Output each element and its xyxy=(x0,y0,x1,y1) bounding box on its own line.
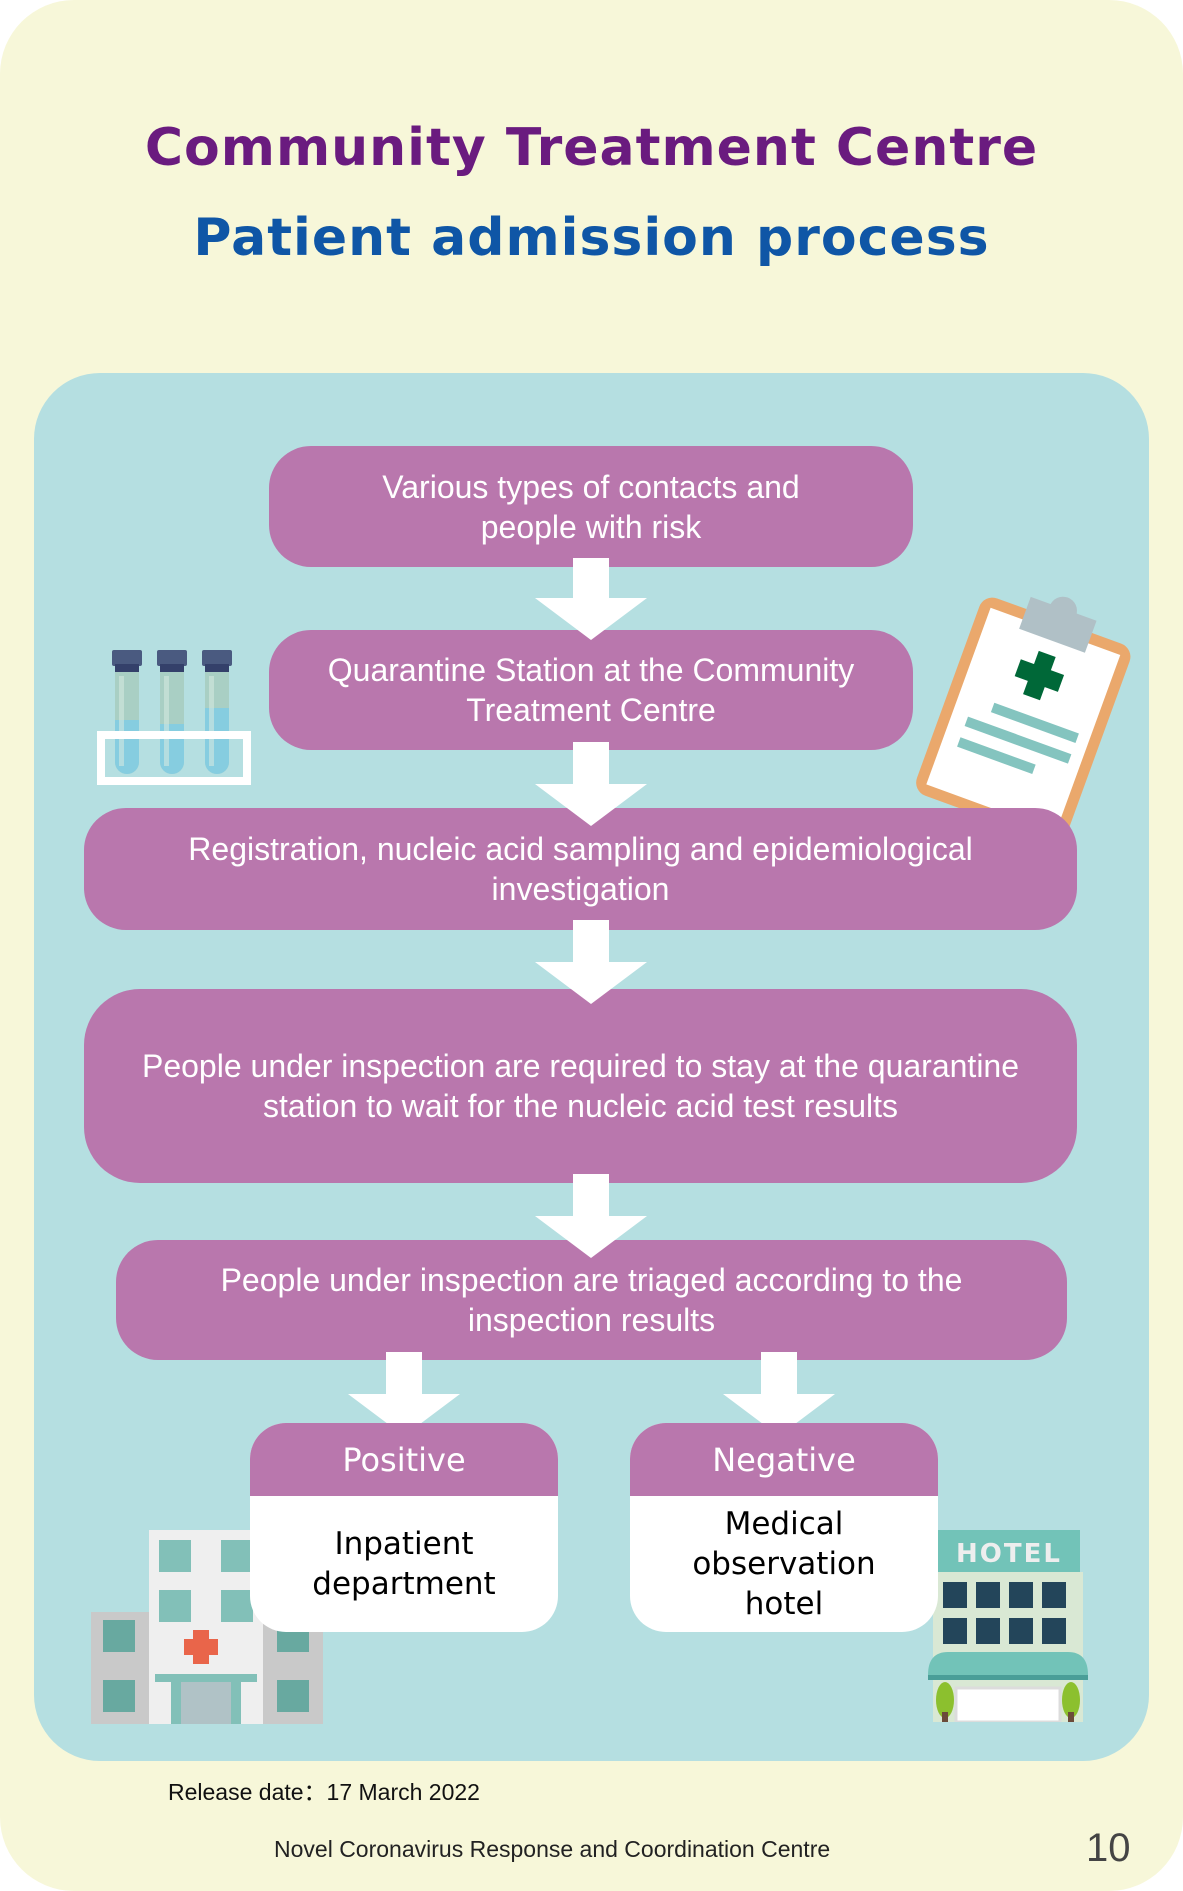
step-2-box: Quarantine Station at the Community Trea… xyxy=(269,630,913,750)
organization-name: Novel Coronavirus Response and Coordinat… xyxy=(274,1836,831,1862)
step-5-label: People under inspection are triaged acco… xyxy=(220,1262,963,1338)
page-number: 10 xyxy=(1086,1826,1131,1870)
release-date: Release date：17 March 2022 xyxy=(168,1779,480,1805)
hotel-sign: HOTEL xyxy=(956,1539,1062,1569)
step-4-label: People under inspection are required to … xyxy=(141,1048,1020,1124)
step-3-label: Registration, nucleic acid sampling and … xyxy=(188,831,973,907)
medical-clipboard-icon xyxy=(916,596,1131,840)
outcome-positive-label: Positive xyxy=(250,1423,558,1496)
outcome-positive-destination: Inpatient department xyxy=(312,1526,496,1602)
outcome-negative-destination: Medical observation hotel xyxy=(692,1506,876,1622)
step-3-box: Registration, nucleic acid sampling and … xyxy=(84,808,1077,930)
outcome-positive-card: Positive Inpatient department xyxy=(250,1423,558,1632)
step-4-box: People under inspection are required to … xyxy=(84,989,1077,1183)
page-subtitle: Patient admission process xyxy=(193,208,990,268)
page-title: Community Treatment Centre xyxy=(144,118,1039,178)
hospital-building-icon xyxy=(91,1530,323,1724)
hotel-building-icon: HOTEL xyxy=(928,1530,1088,1722)
test-tubes-icon xyxy=(97,650,251,785)
step-1-label: Various types of contacts and people wit… xyxy=(382,468,800,545)
outcome-negative-card: Negative Medical observation hotel xyxy=(630,1423,938,1632)
step-5-box: People under inspection are triaged acco… xyxy=(116,1240,1067,1360)
outcome-negative-label: Negative xyxy=(630,1423,938,1496)
step-2-label: Quarantine Station at the Community Trea… xyxy=(327,652,855,728)
step-1-box: Various types of contacts and people wit… xyxy=(269,446,913,567)
